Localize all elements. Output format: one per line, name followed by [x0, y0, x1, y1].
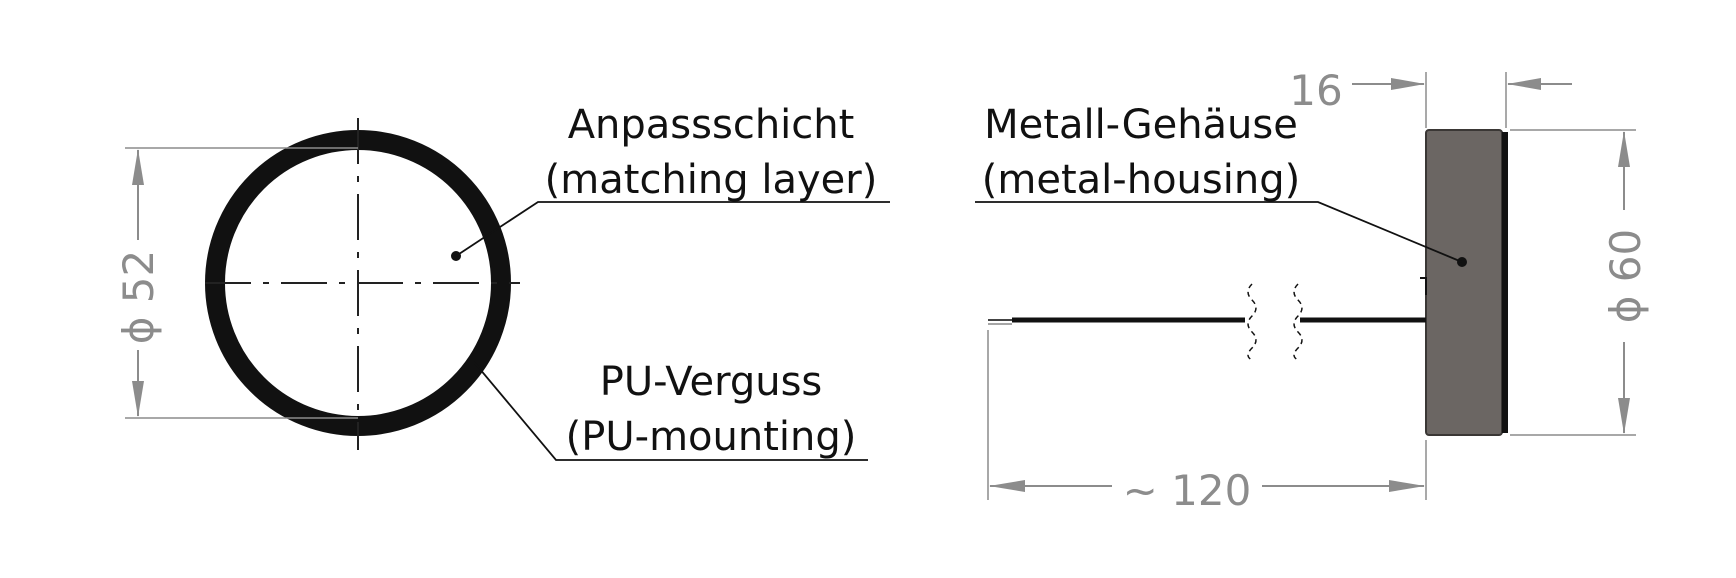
housing-arrow-top: [1618, 131, 1630, 167]
housing-label-en: (metal-housing): [982, 157, 1300, 203]
housing-diameter-label: ϕ 60: [1601, 229, 1650, 324]
cable-gland-mark: [1420, 277, 1427, 295]
length-label: ~ 120: [1123, 466, 1252, 515]
pu-mounting-label-en: (PU-mounting): [566, 414, 857, 460]
length-arrow-left: [989, 480, 1025, 492]
housing-label-de: Metall-Gehäuse: [984, 102, 1298, 148]
matching-layer-label-en: (matching layer): [545, 157, 878, 203]
thickness-arrow-right: [1507, 78, 1541, 90]
pu-mounting-label-de: PU-Verguss: [600, 359, 823, 405]
cable-break-mark-right: [1293, 283, 1303, 361]
thickness-arrow-left: [1391, 78, 1425, 90]
length-arrow-right: [1389, 480, 1425, 492]
diameter-arrow-bottom: [132, 381, 144, 417]
matching-layer-leader: [455, 201, 890, 257]
diameter-arrow-top: [132, 149, 144, 185]
cable-break-mark-left: [1247, 283, 1257, 361]
front-view: ϕ 52 Anpassschicht (matching layer) PU-V…: [114, 102, 890, 461]
pu-mounting-leader: [473, 361, 868, 461]
matching-layer-label-de: Anpassschicht: [568, 102, 855, 148]
housing-arrow-bottom: [1618, 398, 1630, 434]
front-diameter-label: ϕ 52: [114, 250, 163, 345]
side-view: 16 ϕ 60 ~ 120 Metall-Gehäuse (metal-hous…: [975, 66, 1650, 515]
housing-leader: [975, 201, 1463, 263]
thickness-label: 16: [1289, 66, 1342, 115]
matching-layer-face: [1502, 132, 1508, 433]
metal-housing: [1425, 129, 1503, 436]
